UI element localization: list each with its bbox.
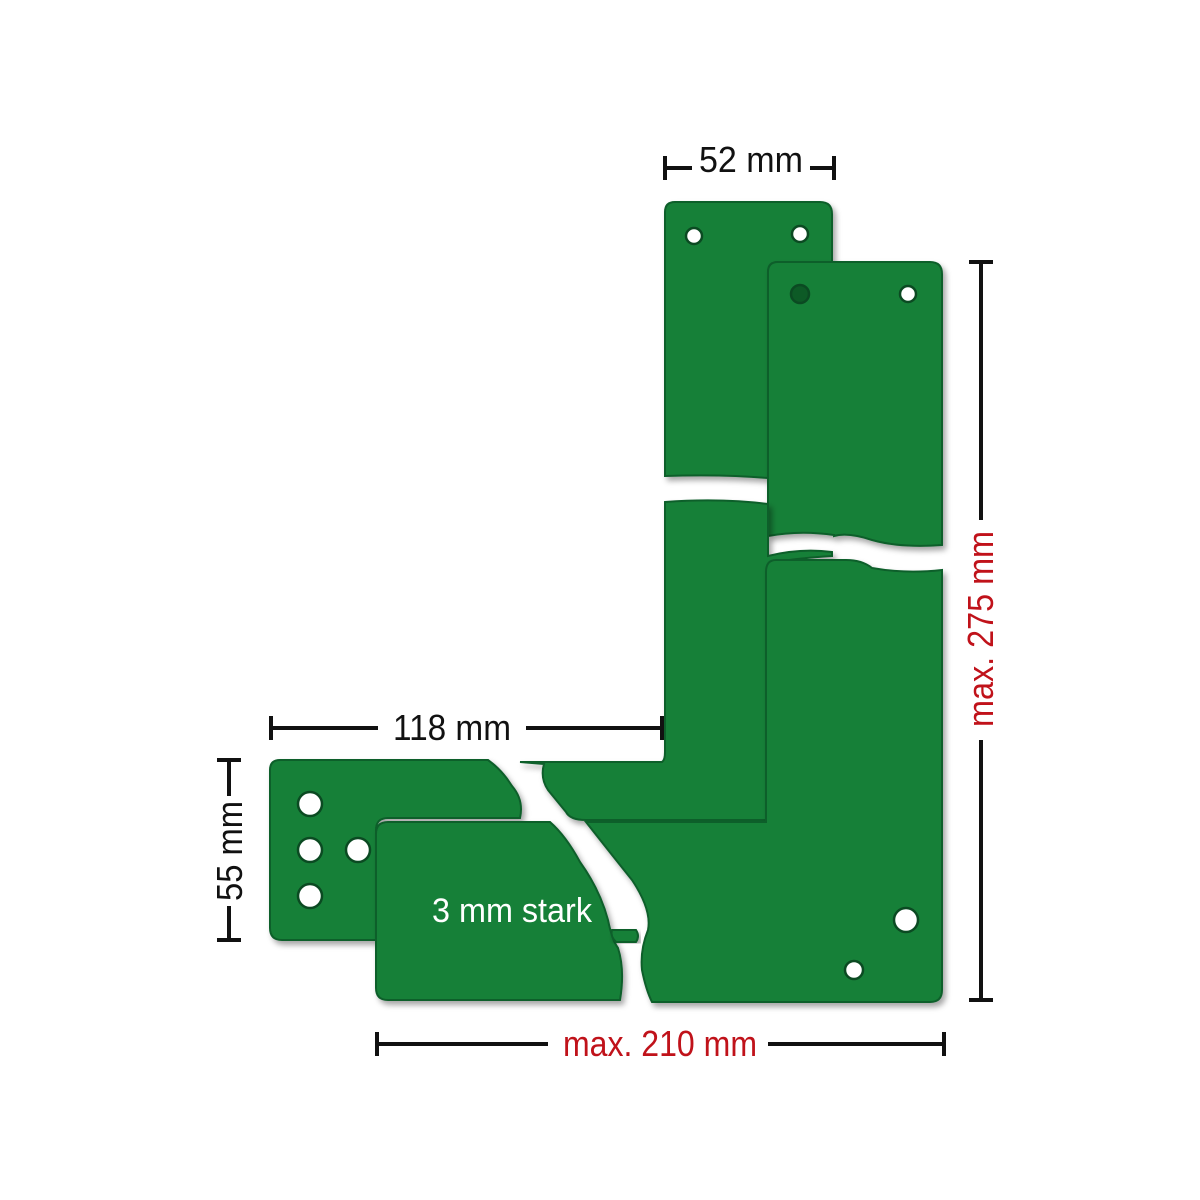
dim-118-label: 118 mm [393, 707, 511, 748]
plate-gap-piece [610, 929, 639, 943]
dim-275-label: max. 275 mm [960, 531, 1001, 727]
hole-arm-2 [296, 836, 324, 864]
hole-arm-1 [296, 790, 324, 818]
plates-group [269, 201, 943, 1003]
hole-top-wide-left [789, 283, 811, 305]
hole-corner-lower [843, 959, 865, 981]
hole-arm-4 [296, 882, 324, 910]
plate-left-arm [269, 759, 522, 941]
hole-top-narrow-right [790, 224, 810, 244]
hole-arm-3 [344, 836, 372, 864]
dim-52-label: 52 mm [699, 139, 803, 180]
holes-group [296, 224, 920, 981]
hole-top-wide-right [898, 284, 918, 304]
plate-large-corner [583, 559, 943, 1003]
plate-top-wide [767, 261, 943, 547]
dimensions-group: 52 mm 118 mm 55 mm max. 275 mm max. 210 … [209, 139, 1001, 1064]
dim-210-label: max. 210 mm [563, 1023, 757, 1064]
hole-corner-upper [892, 906, 920, 934]
hole-top-narrow-left [684, 226, 704, 246]
dim-55-label: 55 mm [209, 801, 250, 901]
thickness-label: 3 mm stark [432, 892, 593, 930]
plate-lower-left [375, 821, 624, 1001]
